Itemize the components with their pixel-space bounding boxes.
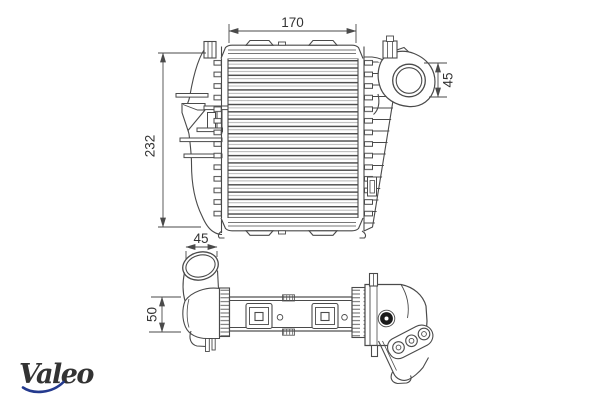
bottom-body [218,286,366,339]
front-inlet-pipe [373,35,436,115]
front-top-header [203,39,364,59]
dim-label-45-inlet: 45 [441,72,456,87]
dim-label-170: 170 [281,15,304,30]
dim-label-50: 50 [145,307,160,322]
front-bottom-header [217,217,367,239]
bottom-inlet-pipe [182,251,221,352]
front-core [227,57,359,219]
front-view [175,35,436,239]
dim-pipe-diameter: 45 [185,231,218,259]
dimensions: 170 232 45 45 50 [143,15,456,333]
dim-inlet-diameter: 45 [424,62,456,98]
valeo-logo-text: Valeo [19,359,94,390]
valeo-logo: Valeo [19,359,96,394]
dim-front-height: 232 [143,52,206,228]
dim-label-232: 232 [143,135,158,158]
dim-label-45-pipe: 45 [193,231,208,246]
front-left-tank [213,46,223,233]
bottom-view [182,251,434,385]
valeo-logo-swoosh [21,380,65,394]
front-right-tank [363,46,399,232]
bottom-outlet-elbow [364,272,434,385]
dim-front-width: 170 [228,15,357,43]
dim-depth: 50 [145,296,181,333]
